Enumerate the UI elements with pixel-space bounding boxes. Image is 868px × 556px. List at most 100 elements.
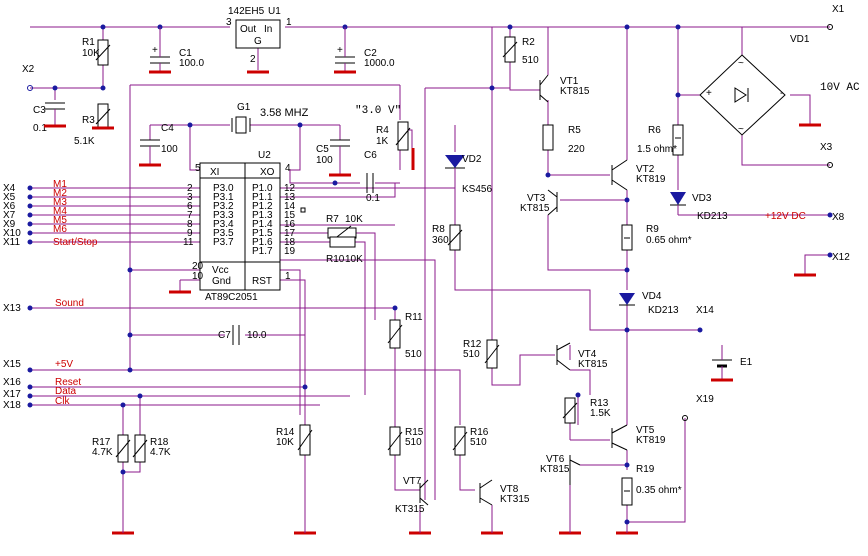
r14-ref: R14 [276,427,295,438]
connector-x5-label: X5 [3,192,16,203]
net-clk: Clk [55,396,70,407]
u2-pin-rst: 1 [285,271,291,282]
u2-rst: RST [252,276,272,287]
vt1-type: KT815 [560,86,590,97]
u2-left-pin-name: P3.0 [213,183,234,194]
resistor-r5 [542,124,554,151]
connector-x1-label: X1 [832,4,845,15]
r10-ref: R10 [326,254,345,265]
r16-val: 510 [470,437,487,448]
r12-val: 510 [463,349,480,360]
capacitor-c7 [232,325,240,345]
connector-x14-label: X14 [696,305,714,316]
u2-gnd: Gnd [212,276,231,287]
resistor-r6 [672,124,684,156]
u2-pin-xi: 5 [195,163,201,174]
transistor-vt3 [547,189,558,216]
transistor-vt1 [539,74,549,103]
u2-left-pin-name: P3.3 [213,210,234,221]
u2-left-pin-num: 2 [187,183,193,194]
resistor-r12 [484,339,500,369]
r3-ref: R3 [82,115,95,126]
r15-val: 510 [405,437,422,448]
connector-x2-label: X2 [22,64,35,75]
vd3-ref: VD3 [692,193,712,204]
bridge-plus: + [706,88,712,99]
microcontroller-u2: U2 AT89C2051 XI XO Vcc Gnd RST 5 4 20 10… [183,150,306,303]
u2-left-pin-num: 3 [187,192,193,203]
r11-val: 510 [405,349,422,360]
capacitor-c5 [330,139,350,175]
r14-val: 10K [276,437,294,448]
r5-val: 220 [568,144,585,155]
net-m3: M3 [53,197,67,208]
connector-x9-label: X9 [3,219,16,230]
supply-ac-label: 10V AC [820,82,860,94]
u2-right-pin-name: P1.2 [252,201,273,212]
u2-xo: XO [260,167,275,178]
u1-pin-gnd: 2 [250,54,256,65]
u2-xi: XI [210,167,219,178]
net-sound: Sound [55,298,84,309]
resistor-r16 [452,426,468,456]
diode-vd2 [445,155,465,190]
r12-ref: R12 [463,339,482,350]
u2-left-pin-name: P3.2 [213,201,234,212]
vd2-type: KS456 [462,184,492,195]
u2-left-pin-name: P3.7 [213,237,234,248]
net-plus12v-dc: +12V DC [765,211,806,222]
resistor-r15 [387,426,403,456]
transistor-vt5 [611,424,628,451]
bridge-minus: - [780,88,783,99]
u2-name: AT89C2051 [205,292,258,303]
connector-x3-label: X3 [820,142,833,153]
r17-val: 4.7K [92,447,113,458]
r7-val: 10K [345,214,363,225]
c1-val: 100.0 [179,58,204,69]
u2-right-pin-num: 17 [284,228,296,239]
diode-vd4 [619,293,635,306]
resistor-r19 [621,477,633,506]
resistor-r8 [447,224,463,251]
r19-ref: R19 [636,464,655,475]
connector-x4-label: X4 [3,183,16,194]
r16-ref: R16 [470,427,489,438]
u2-pin-gnd: 10 [192,271,204,282]
resistor-r9 [621,224,633,251]
u2-right-pin-name: P1.4 [252,219,273,230]
diodes [445,54,786,306]
u1-type: 142EH5 [228,6,265,17]
u2-pin-xo: 4 [285,163,291,174]
u2-right-pin-name: P1.0 [252,183,273,194]
connector-x6-label: X6 [3,201,16,212]
vt4-ref: VT4 [578,349,597,360]
r4-ref: R4 [376,125,389,136]
capacitor-c3 [45,102,65,126]
vt2-type: KT819 [636,174,666,185]
vt2-ref: VT2 [636,164,655,175]
net-m6: M6 [53,224,67,235]
vt8-type: KT315 [500,494,530,505]
u2-left-pin-num: 8 [187,219,193,230]
connector-x18-label: X18 [3,400,21,411]
ground-symbols [44,70,821,535]
vt3-type: KT815 [520,203,550,214]
u2-ref: U2 [258,150,271,161]
r10-val: 10K [345,254,363,265]
r18-ref: R18 [150,437,169,448]
vt8-ref: VT8 [500,484,519,495]
c2-plus: + [337,45,343,56]
vt7-ref: VT7 [403,476,422,487]
u1-out: Out [240,24,256,35]
vt4-type: KT815 [578,359,608,370]
u1-gnd: G [254,36,262,47]
vd3-type: KD213 [697,211,728,222]
u2-left-pin-name: P3.5 [213,228,234,239]
net-plus5v: +5V [55,359,73,370]
transistor-vt8 [479,479,493,506]
u2-right-pin-num: 15 [284,210,296,221]
vt6-type: KT815 [540,464,570,475]
e1-ref: E1 [740,357,753,368]
r6-val: 1.5 ohm* [637,144,677,155]
r13-val: 1.5K [590,408,611,419]
